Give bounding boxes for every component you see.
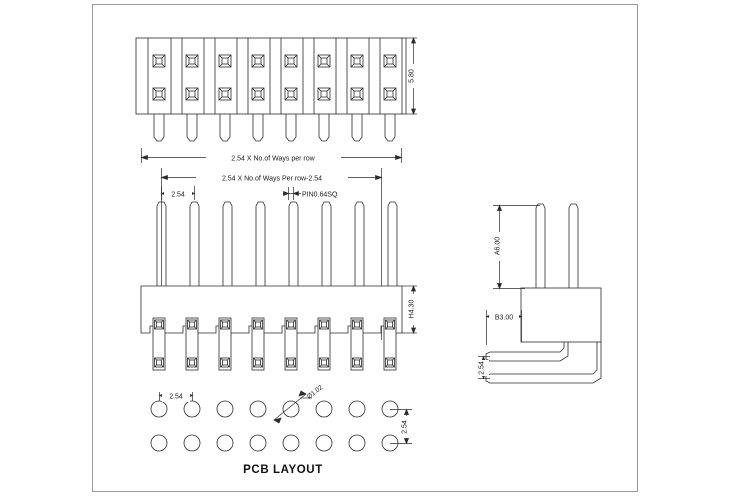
dimension-label-side-pin-pitch: 2.54 [479,361,486,375]
contact-pad [350,54,364,68]
pcb-hole [150,434,168,452]
dimension-label-overall-width: 2.54 X No.of Ways per row [231,156,315,163]
pcb-layout-title: PCB LAYOUT [243,464,323,476]
pcb-hole [315,400,333,418]
pcb-hole-row-bottom [150,434,399,452]
dimension-pcb-pitch-y: 2.54 [390,408,412,445]
contact-pad [317,87,331,101]
top-view-way-dividers [147,38,403,114]
contact-pad [218,54,232,68]
solder-tail [251,317,265,371]
pcb-hole [282,400,300,418]
dimension-side-horizontal: B3.00 [485,310,523,345]
solder-tail [218,317,232,371]
pcb-hole [249,400,267,418]
pcb-hole [348,400,366,418]
contact-pad [152,54,166,68]
pcb-hole [315,434,333,452]
front-view [140,201,403,371]
contact-pad [251,87,265,101]
dimension-label-pitch-front: 2.54 [171,192,185,199]
side-view-body [520,287,602,343]
pcb-hole [381,434,399,452]
dimension-label-top-height: 5.80 [409,69,416,83]
top-view-tails [153,114,396,142]
pcb-hole [216,400,234,418]
contact-pad [185,87,199,101]
pcb-layout-view [150,400,399,452]
pcb-hole [282,434,300,452]
front-view-body [140,285,403,334]
contact-pad [251,54,265,68]
contact-pad [284,54,298,68]
dimension-overall-width: 2.54 X No.of Ways per row [140,148,403,164]
dimension-label-pin-square: PIN0.64SQ [302,192,338,199]
dimension-pin-square: PIN0.64SQ [283,187,338,200]
front-view-pins [156,201,398,286]
contact-pad [383,54,397,68]
dimension-pcb-pitch-x: 2.54 [158,389,194,402]
dimension-side-pin-pitch: 2.54 [478,355,490,380]
solder-tail [185,317,199,371]
dimension-top-height: 5.80 [406,37,419,115]
dimension-side-vertical: A6.00 [493,204,540,290]
top-view [135,37,407,142]
pcb-hole-row-top [150,400,399,418]
solder-tail [152,317,166,371]
contact-pad [317,54,331,68]
front-view-bottom-tails [152,317,397,371]
top-view-body [135,37,407,115]
dimension-pitch-front: 2.54 [160,186,196,200]
dimension-label-side-horizontal: B3.00 [495,315,513,322]
pcb-hole [381,400,399,418]
solder-tail [350,317,364,371]
contact-pad [284,87,298,101]
solder-tail [284,317,298,371]
contact-pad [383,87,397,101]
pcb-hole [249,434,267,452]
solder-tail [317,317,331,371]
pcb-hole [183,400,201,418]
dimension-body-height: H4.30 [402,285,419,334]
dimension-label-side-vertical: A6.00 [495,237,502,255]
contact-pad [152,87,166,101]
dimension-label-pcb-pitch-x: 2.54 [169,394,183,401]
dimension-label-inner-width: 2.54 X No.of Ways Per row-2.54 [222,176,322,183]
solder-tail [383,317,397,371]
pcb-hole [183,434,201,452]
top-view-contacts [152,54,397,101]
side-view-vertical-pins [535,203,579,290]
dimension-inner-width: 2.54 X No.of Ways Per row-2.54 [160,168,383,340]
pcb-hole [216,434,234,452]
dimension-label-body-height: H4.30 [409,300,416,319]
contact-pad [218,87,232,101]
pcb-hole [150,400,168,418]
contact-pad [350,87,364,101]
dimension-label-pcb-pitch-y: 2.54 [402,420,409,434]
contact-pad [185,54,199,68]
drawing-frame [92,4,638,492]
pcb-hole [348,434,366,452]
